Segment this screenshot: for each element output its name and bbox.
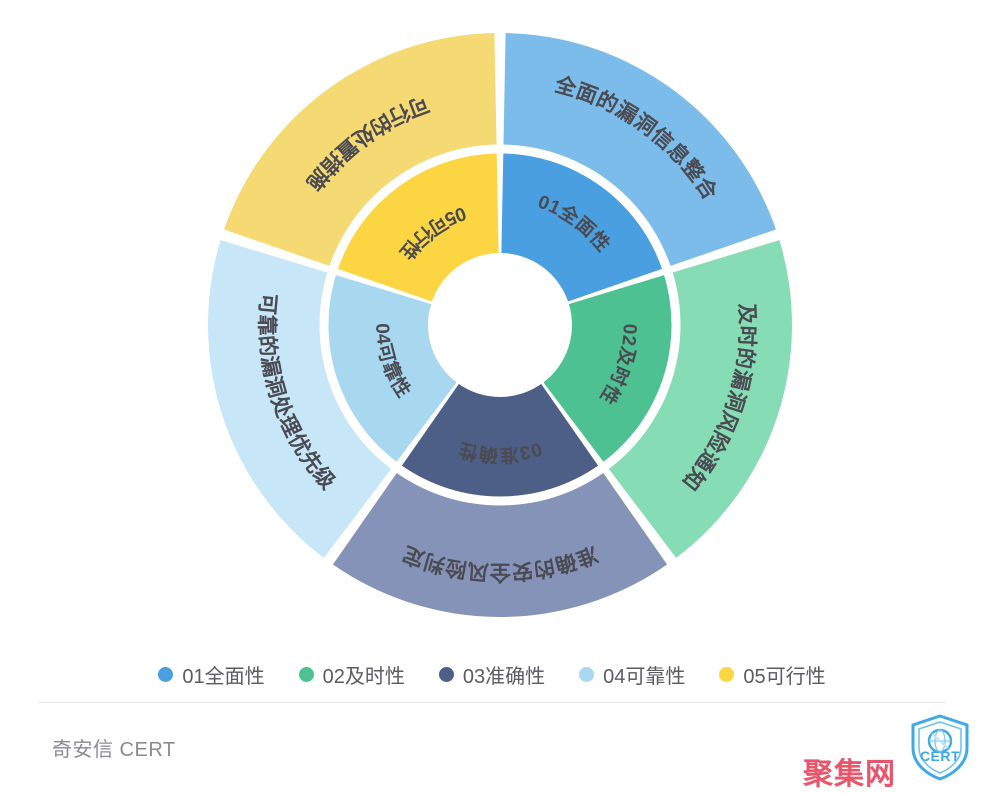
donut-outer-segment-2[interactable] bbox=[608, 240, 793, 558]
legend-label: 02及时性 bbox=[322, 665, 405, 688]
source-label: 奇安信 CERT bbox=[52, 739, 176, 761]
legend-label: 04可靠性 bbox=[603, 665, 686, 688]
donut-inner-segment-2[interactable] bbox=[543, 275, 672, 462]
donut-outer-segment-4[interactable] bbox=[207, 240, 392, 558]
legend-color-dot bbox=[158, 666, 174, 682]
chart-legend: 01全面性 02及时性 03准确性 04可靠性 05可行性 bbox=[0, 648, 984, 700]
legend-color-dot bbox=[438, 666, 454, 682]
legend-item-3[interactable]: 03准确性 bbox=[438, 660, 546, 689]
donut-outer-segment-5[interactable] bbox=[224, 33, 497, 266]
donut-inner-segment-5[interactable] bbox=[337, 153, 499, 302]
donut-chart-svg: 01全面性全面的漏洞信息整合02及时性及时的漏洞风险通知03准确性准确的安全风险… bbox=[207, 33, 793, 618]
legend-label: 03准确性 bbox=[462, 665, 546, 688]
footer: 奇安信 CERT 聚集网 CERT bbox=[0, 703, 984, 792]
legend-color-dot bbox=[579, 666, 595, 682]
legend-label: 01全面性 bbox=[182, 665, 265, 688]
svg-text:CERT: CERT bbox=[920, 748, 960, 764]
legend-label: 05可行性 bbox=[743, 665, 826, 688]
segments-group bbox=[207, 33, 793, 618]
legend-item-4[interactable]: 04可靠性 bbox=[579, 660, 685, 689]
donut-inner-segment-3[interactable] bbox=[401, 384, 599, 497]
donut-outer-segment-1[interactable] bbox=[503, 33, 776, 266]
legend-color-dot bbox=[298, 666, 314, 682]
legend-item-2[interactable]: 02及时性 bbox=[298, 660, 405, 689]
donut-inner-segment-4[interactable] bbox=[328, 275, 457, 462]
donut-outer-segment-3[interactable] bbox=[332, 473, 668, 618]
site-watermark: 聚集网 bbox=[803, 758, 896, 791]
donut-inner-segment-1[interactable] bbox=[501, 153, 663, 302]
legend-item-5[interactable]: 05可行性 bbox=[719, 660, 826, 689]
cert-shield-logo-icon: CERT bbox=[911, 714, 969, 781]
legend-item-1[interactable]: 01全面性 bbox=[158, 660, 265, 689]
legend-color-dot bbox=[719, 666, 735, 682]
footer-divider bbox=[38, 702, 946, 703]
